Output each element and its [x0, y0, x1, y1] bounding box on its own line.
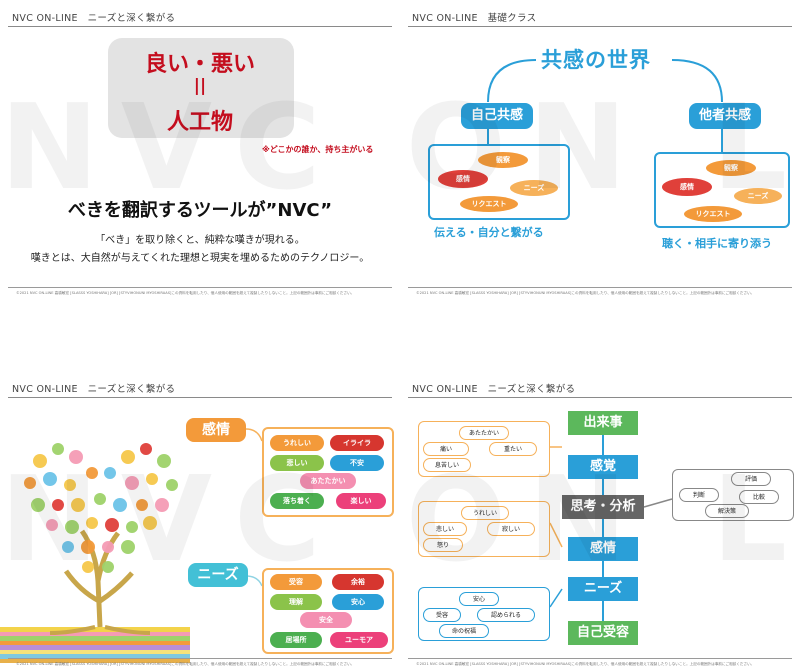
feeling-pill: 怒り [423, 538, 463, 552]
other-empathy-caption: 聴く・相手に寄り添う [662, 237, 772, 250]
observation-oval: 観察 [706, 160, 756, 176]
artifact-text: 人工物 [166, 110, 233, 135]
feeling-pill: 不安 [330, 455, 384, 471]
feelings-frame: うれしい イライラ 悲しい 不安 あたたかい 落ち着く 楽しい [262, 427, 394, 517]
footer-copyright: ©2021 NVC ON-LINE 高橋敏宏 [SLASSS YOSHIHARA… [416, 291, 755, 295]
sensation-pill: あたたかい [459, 426, 509, 440]
feeling-oval: 感情 [438, 170, 488, 188]
need-pill: 認められる [477, 608, 535, 622]
sensation-pill: 痛い [423, 442, 469, 456]
feeling-pill: うれしい [270, 435, 324, 451]
feeling-pill: イライラ [330, 435, 384, 451]
need-pill: 理解 [270, 594, 322, 610]
slide-header: NVC ON-LINE 基礎クラス [412, 13, 537, 24]
slide-feelings-needs: NVC ON-LINE ニーズと深く繋がる [0, 371, 400, 671]
need-pill: ユーモア [330, 632, 388, 648]
slide-good-bad: NVC ON-LINE ニーズと深く繋がる 良い・悪い || 人工物 ※どこかの… [0, 0, 400, 300]
flow-feeling: 感情 [568, 537, 638, 561]
self-empathy-frame: 観察 感情 ニーズ リクエスト [428, 144, 570, 220]
thinking-pill: 判断 [679, 488, 719, 502]
needs-frame: 安心 受容 認められる 命の祝福 [418, 587, 550, 641]
slide-flow: NVC ON-LINE ニーズと深く繋がる 出来事 感覚 思考・分析 感情 ニー… [400, 371, 800, 671]
needs-oval: ニーズ [734, 188, 782, 204]
header-divider [408, 26, 792, 27]
footer-copyright: ©2021 NVC ON-LINE 高橋敏宏 [SLASSS YOSHIHARA… [16, 291, 355, 295]
flow-event: 出来事 [568, 411, 638, 435]
slide-header: NVC ON-LINE ニーズと深く繋がる [412, 384, 576, 395]
footer-divider [8, 287, 392, 288]
feeling-pill: 悲しい [270, 455, 324, 471]
footer-copyright: ©2021 NVC ON-LINE 高橋敏宏 [SLASSS YOSHIHARA… [416, 662, 755, 666]
feeling-pill: 落ち着く [270, 493, 324, 509]
connector-lines [487, 59, 723, 152]
thinking-frame: 評価 判断 比較 解決策 [672, 469, 794, 521]
self-empathy-caption: 伝える・自分と繋がる [434, 226, 544, 239]
footer-divider [408, 658, 792, 659]
request-oval: リクエスト [684, 206, 742, 222]
need-pill: 受容 [423, 608, 461, 622]
title-box [108, 38, 294, 138]
flow-thinking: 思考・分析 [562, 495, 644, 519]
footer-divider [8, 658, 392, 659]
header-divider [408, 397, 792, 398]
sensation-pill: 重たい [489, 442, 537, 456]
other-empathy-frame: 観察 感情 ニーズ リクエスト [654, 152, 790, 228]
need-pill: 受容 [270, 574, 322, 590]
feeling-pill: あたたかい [300, 473, 356, 489]
empathy-title: 共感の世界 [541, 48, 651, 72]
feeling-frame: うれしい 悲しい 寂しい 怒り [418, 501, 550, 557]
header-divider [8, 26, 392, 27]
flow-sensation: 感覚 [568, 455, 638, 479]
slide-header: NVC ON-LINE ニーズと深く繋がる [12, 13, 176, 24]
sensation-frame: あたたかい 痛い 重たい 息苦しい [418, 421, 550, 477]
thinking-pill: 解決策 [705, 504, 749, 518]
footer-copyright: ©2021 NVC ON-LINE 高橋敏宏 [SLASSS YOSHIHARA… [16, 662, 355, 666]
subtext-1: 「べき」を取り除くと、純粋な嘆きが現れる。 [95, 235, 305, 246]
feeling-pill: 楽しい [336, 493, 386, 509]
need-pill: 命の祝福 [439, 624, 489, 638]
heart-tree-illustration [0, 443, 190, 663]
feelings-tag: 感情 [186, 418, 246, 442]
need-pill: 安心 [332, 594, 384, 610]
feeling-pill: 悲しい [423, 522, 467, 536]
flow-connectors [549, 433, 673, 621]
feeling-pill: 寂しい [487, 522, 535, 536]
good-bad-text: 良い・悪い [144, 52, 255, 77]
other-empathy-tag: 他者共感 [689, 103, 761, 129]
slide-header: NVC ON-LINE ニーズと深く繋がる [12, 384, 176, 395]
need-pill: 居場所 [270, 632, 322, 648]
need-pill: 安全 [300, 612, 352, 628]
flow-needs: ニーズ [568, 577, 638, 601]
footer-divider [408, 287, 792, 288]
subtext-2: 嘆きとは、大自然が与えてくれた理想と現実を埋めるためのテクノロジー。 [30, 253, 370, 264]
equals-mark: || [193, 76, 207, 96]
request-oval: リクエスト [460, 196, 518, 212]
need-pill: 余裕 [332, 574, 384, 590]
slide-empathy-world: NVC ON-LINE 基礎クラス 共感の世界 自己共感 他者共感 観察 感情 … [400, 0, 800, 300]
headline: べきを翻訳するツールが”NVC” [67, 200, 333, 221]
flow-self-acceptance: 自己受容 [568, 621, 638, 645]
owner-note: ※どこかの誰か、持ち主がいる [262, 145, 374, 154]
thinking-pill: 比較 [739, 490, 779, 504]
feeling-oval: 感情 [662, 178, 712, 196]
needs-oval: ニーズ [510, 180, 558, 196]
sensation-pill: 息苦しい [423, 458, 471, 472]
thinking-pill: 評価 [731, 472, 771, 486]
self-empathy-tag: 自己共感 [461, 103, 533, 129]
needs-frame: 受容 余裕 理解 安心 安全 居場所 ユーモア [262, 568, 394, 654]
observation-oval: 観察 [478, 152, 528, 168]
needs-tag: ニーズ [188, 563, 248, 587]
header-divider [8, 397, 392, 398]
need-pill: 安心 [459, 592, 499, 606]
feeling-pill: うれしい [461, 506, 509, 520]
